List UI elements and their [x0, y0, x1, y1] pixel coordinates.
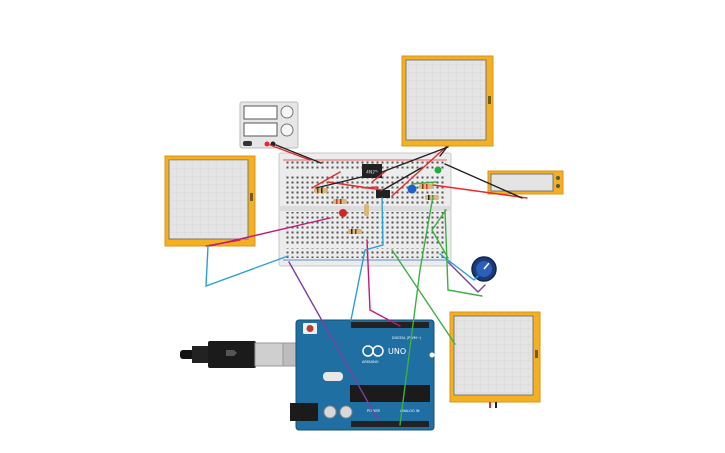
multimeter-probe-port[interactable]	[556, 176, 560, 180]
wire-red[interactable]	[269, 144, 311, 161]
wire-black[interactable]	[439, 146, 448, 157]
wire-green[interactable]	[431, 209, 449, 259]
wire-blue[interactable]	[350, 197, 384, 321]
positive-terminal[interactable]	[264, 141, 270, 147]
multimeter-probe-port[interactable]	[556, 184, 560, 188]
infinity-logo-icon	[362, 345, 384, 357]
wire-magenta[interactable]	[366, 239, 401, 327]
usb-cable[interactable]	[180, 341, 304, 368]
current-knob[interactable]	[280, 123, 294, 137]
chip-label: 4N25	[366, 170, 378, 176]
wire-black[interactable]	[444, 163, 523, 199]
multimeter-display	[490, 173, 554, 192]
transistor[interactable]	[376, 190, 390, 198]
capacitor[interactable]	[407, 184, 417, 194]
oscilloscope-top[interactable]	[401, 55, 494, 147]
resistor[interactable]	[419, 184, 433, 189]
resistor[interactable]	[314, 188, 328, 193]
wire-green[interactable]	[411, 181, 437, 185]
wire-red[interactable]	[391, 146, 447, 197]
power-supply[interactable]	[239, 101, 299, 149]
wire-black[interactable]	[275, 144, 322, 164]
crystal	[323, 372, 343, 381]
arduino-uno[interactable]: DIGITAL (PWM~) UNO ARDUINO POWER ANALOG …	[290, 319, 435, 431]
wire-magenta[interactable]	[209, 217, 331, 247]
usb-icon	[226, 350, 237, 356]
voltage-display	[243, 105, 278, 120]
wire-black[interactable]	[382, 167, 422, 191]
optocoupler-chip[interactable]: 4N25	[362, 164, 382, 178]
capacitor	[339, 405, 353, 419]
potentiometer-pointer-icon	[483, 262, 490, 270]
wires[interactable]	[205, 144, 528, 426]
terminal-strip-top[interactable]	[284, 176, 446, 206]
wire-purple[interactable]	[288, 261, 379, 421]
wire-black[interactable]	[381, 146, 449, 173]
wire-black[interactable]	[315, 171, 383, 189]
digital-label: DIGITAL (PWM~)	[392, 336, 422, 340]
resistor[interactable]	[364, 204, 369, 216]
power-jack[interactable]	[290, 403, 318, 421]
power-switch[interactable]	[243, 141, 252, 146]
power-label: POWER	[367, 409, 381, 413]
power-analog-header[interactable]	[351, 421, 429, 427]
wire-red[interactable]	[311, 171, 341, 189]
capacitor	[323, 405, 337, 419]
resistor[interactable]	[348, 229, 362, 234]
voltage-knob[interactable]	[280, 105, 294, 119]
wire-red[interactable]	[432, 184, 528, 199]
wire-red[interactable]	[364, 186, 378, 189]
scope-label-tab	[250, 193, 253, 201]
board-brand: ARDUINO	[362, 360, 379, 364]
wire-blue[interactable]	[205, 245, 289, 288]
wire-red[interactable]	[371, 169, 388, 183]
potentiometer[interactable]	[471, 256, 497, 282]
analog-label: ANALOG IN	[400, 409, 420, 413]
multimeter[interactable]	[487, 170, 564, 195]
wire-green[interactable]	[399, 195, 434, 426]
red-led[interactable]	[339, 209, 347, 217]
oscilloscope-bottom[interactable]	[449, 311, 541, 408]
board-model: UNO	[388, 347, 406, 356]
resistor[interactable]	[333, 199, 347, 204]
green-led[interactable]	[434, 166, 442, 174]
terminal-strip-bottom[interactable]	[284, 212, 446, 244]
wire-blue[interactable]	[439, 253, 479, 281]
current-display	[243, 122, 278, 137]
oscilloscope-left[interactable]	[164, 155, 256, 247]
scope-label-tab	[535, 350, 538, 358]
atmega-chip	[350, 385, 430, 402]
wire-green[interactable]	[391, 249, 456, 345]
wire-green[interactable]	[444, 209, 483, 297]
wire-purple[interactable]	[447, 261, 486, 293]
digital-header[interactable]	[351, 322, 429, 328]
scope-label-tab	[488, 96, 491, 104]
mounting-hole	[429, 352, 435, 358]
